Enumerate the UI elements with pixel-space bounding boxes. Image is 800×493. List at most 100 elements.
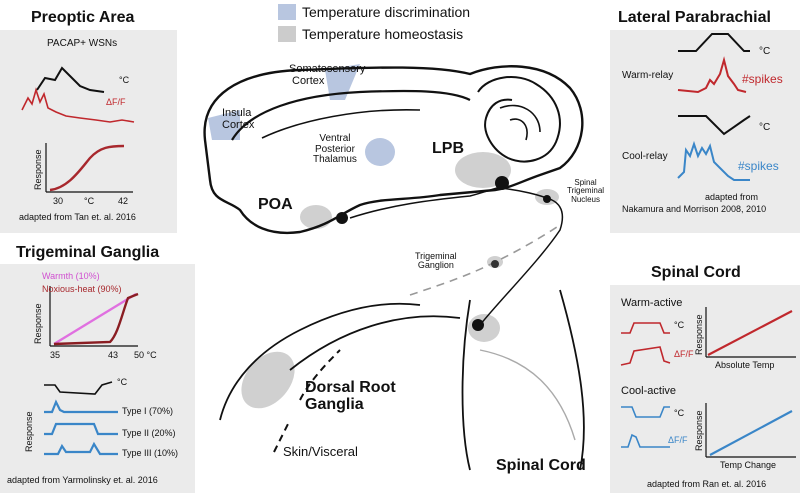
cool-relay-spikes-label: #spikes [738,159,779,173]
poa-shade [300,205,332,229]
poa-dff-trace [21,87,135,123]
preoptic-subtitle: PACAP+ WSNs [47,38,118,49]
poa-temp-trace [36,66,105,93]
sptn-neuron [543,195,551,203]
noxious-label: Noxious-heat (90%) [42,284,122,294]
pathway-drg-sc [289,315,461,371]
skin-nerve [273,349,341,453]
poa-label: POA [258,196,293,213]
trigeminal-title: Trigeminal Ganglia [16,244,160,261]
lateral-credit-2: Nakamura and Morrison 2008, 2010 [622,204,767,214]
lpb-label: LPB [432,140,464,157]
skin-label: Skin/Visceral [283,444,358,459]
sc-shade [468,314,500,342]
warmth-line [53,292,137,346]
insula-line-1: Insula [222,107,252,119]
legend-label-discrimination: Temperature discrimination [302,4,471,20]
spinal-title: Spinal Cord [651,264,741,281]
sptn-line-1: Spinal [574,178,597,187]
warm-temp-unit: °C [674,320,685,330]
preoptic-panel: PACAP+ WSNs °C ΔF/F Response 30 °C 42 ad… [0,30,177,233]
sc-neuron [472,319,484,331]
temp-change-xlabel: Temp Change [720,460,777,470]
type1-label: Type I (70%) [122,406,174,416]
legend-swatch-homeostasis [278,26,296,42]
legend-swatch-discrimination [278,4,296,20]
type2-label: Type II (20%) [122,428,176,438]
spinal-cord-outline [461,289,585,471]
insula-shade [208,110,240,140]
sptn-line-3: Nucleus [571,194,600,204]
sptn-label: Spinal Trigeminal Nucleus [567,178,605,204]
cool-dff-trace [621,433,670,448]
cerebellum [477,76,561,163]
abs-temp-xlabel: Absolute Temp [715,360,775,370]
tg-temp-trace [44,381,113,395]
temp-change-line [709,410,793,456]
warm-relay-temp [678,33,750,52]
noxious-heat-curve [53,292,139,346]
warm-relay-label: Warm-relay [622,70,674,81]
trigeminal-traces [44,286,139,456]
warm-dff-trace [620,346,671,366]
insula-line-2: Cortex [222,118,255,131]
pathway-lpb-poa [349,185,506,219]
drg-shade [241,351,295,409]
lateral-panel: Warm-relay °C #spikes °C Cool-relay #spi… [610,30,800,233]
preoptic-credit: adapted from Tan et. al. 2016 [19,212,136,222]
lateral-traces [677,33,751,181]
cortex-inner [231,89,471,141]
ventral-label: Ventral Posterior Thalamus [313,133,357,166]
lateral-credit-1: adapted from [705,192,759,202]
ventral-line-1: Ventral [319,133,351,144]
poa-dff-label: ΔF/F [106,97,126,107]
spinal-panel: Warm-active °C ΔF/F Response Absolute Te… [610,285,800,493]
pathway-sc-lpb [479,199,564,326]
body-outline [219,302,421,421]
warm-temp-trace [621,322,670,334]
poa-temp-unit: °C [119,75,130,85]
somatosensory-line-2: Cortex [292,74,325,87]
somatosensory-shade [325,64,360,100]
lpb-neuron [495,176,509,190]
vpt-shade [365,138,395,166]
brain-outline [203,65,584,235]
cool-relay-temp [678,115,751,136]
trigeminal-panel: Warmth (10%) Noxious-heat (90%) Response… [0,264,195,493]
type3-trace [44,441,118,456]
poa-tick-30: 30 [53,196,64,206]
legend-label-homeostasis: Temperature homeostasis [302,26,464,42]
warm-relay-spikes-label: #spikes [742,72,783,86]
spinal-traces [620,307,796,458]
warm-relay-spikes [677,56,747,94]
cool-dff-label: ΔF/F [668,435,688,445]
cortex-inner-2 [261,108,421,139]
drg-label: Dorsal Root Ganglia [305,379,396,414]
spinal-cord-label: Spinal Cord [496,457,586,474]
poa-tick-42: 42 [118,196,129,206]
cool-relay-unit: °C [759,122,771,133]
warmth-label: Warmth (10%) [42,271,100,281]
somatosensory-label: Somatosensory Cortex [289,63,365,87]
cool-active-label: Cool-active [621,385,677,397]
insula-label: Insula Cortex [222,107,255,131]
tg-tick-50: 50 °C [134,350,157,360]
lateral-title: Lateral Parabrachial [618,9,771,26]
poa-neuron [336,212,348,224]
warm-relay-unit: °C [759,46,771,57]
tg-neuron [491,260,499,268]
tg-tick-35: 35 [50,350,61,360]
preoptic-traces [21,66,135,193]
spinal-cord-inner [479,349,576,441]
drg-line-1: Dorsal Root [305,379,396,396]
cerebellum-folds [499,104,541,141]
cool-temp-trace [621,406,670,418]
preoptic-title: Preoptic Area [31,9,135,26]
tg-ganglion-label: Trigeminal Ganglion [415,251,457,271]
sptn-line-2: Trigeminal [567,186,605,196]
cool-relay-label: Cool-relay [622,151,668,162]
warm-active-label: Warm-active [621,297,683,309]
spinal-credit: adapted from Ran et. al. 2016 [647,479,767,489]
type1-trace [44,399,118,414]
